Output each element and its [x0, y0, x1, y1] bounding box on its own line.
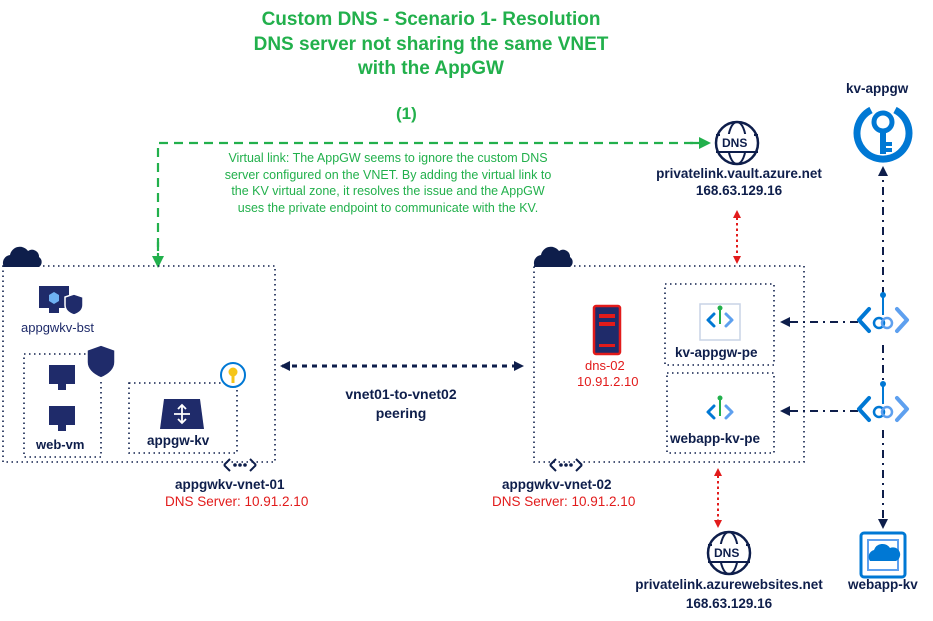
vnet2-boundary — [533, 265, 805, 463]
vm-label: web-vm — [36, 437, 85, 452]
note-line-3: the KV virtual zone, it resolves the iss… — [231, 184, 545, 198]
virtual-link-note: Virtual link: The AppGW seems to ignore … — [188, 150, 588, 216]
vm-icon-2 — [49, 406, 75, 431]
keyvault-icon — [853, 106, 913, 163]
dns-web-name: privatelink.azurewebsites.net — [635, 577, 823, 592]
vnet1-name: appgwkv-vnet-01 — [175, 477, 285, 492]
keyvault-label: kv-appgw — [846, 81, 909, 96]
webapp-icon — [859, 531, 907, 579]
step-marker: (1) — [396, 104, 417, 123]
key-badge-icon — [220, 362, 246, 388]
note-line-1: Virtual link: The AppGW seems to ignore … — [228, 151, 548, 165]
appgw-subnet-boundary — [128, 382, 238, 454]
note-line-2: server configured on the VNET. By adding… — [224, 167, 552, 182]
note-line-4: uses the private endpoint to communicate… — [237, 200, 539, 215]
dns-vm-ip: 10.91.2.10 — [577, 374, 639, 389]
kv-pe-label: kv-appgw-pe — [675, 345, 758, 360]
title-line-2: DNS server not sharing the same VNET — [253, 34, 609, 55]
nsg-shield-icon — [86, 344, 116, 379]
private-endpoint-web-icon — [706, 395, 734, 420]
dns-vault-ip: 168.63.129.16 — [695, 183, 783, 198]
title-line-3: with the AppGW — [358, 58, 504, 79]
vnet1-boundary — [2, 265, 276, 463]
dns-web-ip: 168.63.129.16 — [685, 596, 773, 611]
virtual-link-line — [156, 141, 706, 262]
vnet2-cloud-icon — [533, 246, 573, 267]
appgw-icon — [160, 399, 204, 429]
peering-label-1: vnet01-to-vnet02 — [345, 386, 457, 402]
webapp-label: webapp-kv — [848, 577, 918, 592]
vnet1-symbol-icon — [223, 458, 257, 472]
bastion-icon — [39, 286, 84, 316]
dns-web-icon-text: DNS — [714, 546, 740, 560]
dns-web-globe-icon — [706, 530, 752, 576]
dns-vault-globe-icon — [714, 120, 760, 166]
title-line-1: Custom DNS - Scenario 1- Resolution — [261, 9, 601, 30]
dns-vault-name: privatelink.vault.azure.net — [656, 166, 822, 181]
vnet2-name: appgwkv-vnet-02 — [502, 477, 612, 492]
vm-icon-1 — [49, 365, 75, 390]
private-link-kv-icon — [857, 292, 909, 333]
vnet1-cloud-icon — [2, 246, 42, 267]
appgw-label: appgw-kv — [147, 433, 210, 448]
vnet1-dns-server: DNS Server: 10.91.2.10 — [165, 494, 309, 509]
dns-vault-icon-text: DNS — [722, 136, 748, 150]
vnet2-dns-server: DNS Server: 10.91.2.10 — [492, 494, 636, 509]
peering-label-2: peering — [375, 405, 427, 421]
private-endpoint-kv-icon — [699, 303, 741, 341]
bastion-label: appgwkv-bst — [21, 320, 94, 335]
vnet2-symbol-icon — [549, 458, 583, 472]
dns-vm-name: dns-02 — [585, 358, 625, 373]
webapp-pe-label: webapp-kv-pe — [670, 431, 761, 446]
dns-server-icon — [592, 304, 622, 356]
private-link-web-icon — [857, 381, 909, 422]
webapp-pe-box — [666, 372, 775, 454]
